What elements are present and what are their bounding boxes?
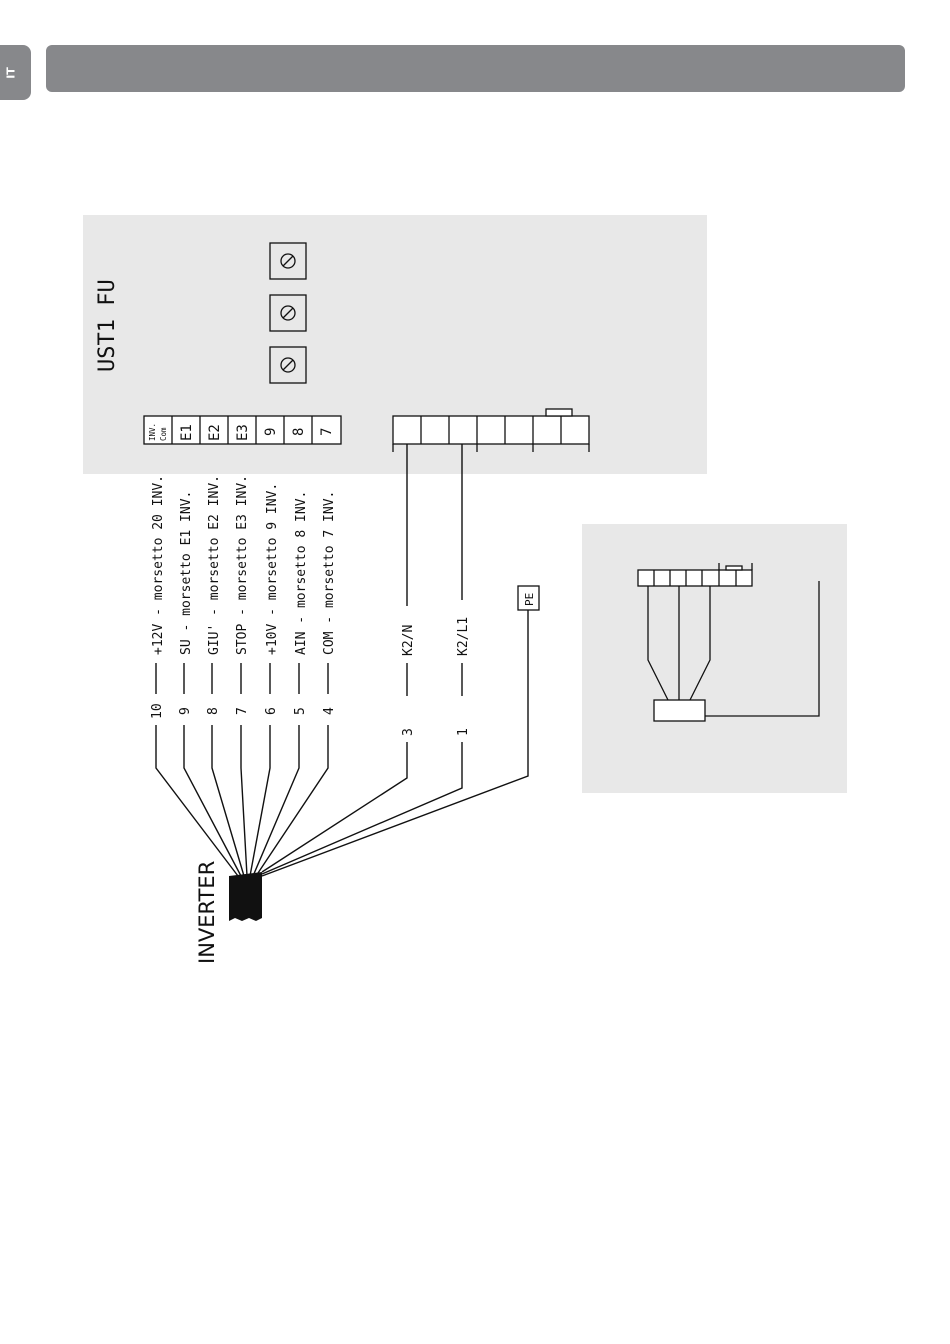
board-title: UST1 FU [95, 279, 120, 372]
terminal-label-e2: E2 [207, 424, 223, 441]
wire-label-8: GIU' - morsetto E2 INV. [207, 475, 222, 655]
wire-label-4: COM - morsetto 7 INV. [322, 491, 337, 655]
wire-label-k2n: K2/N [401, 625, 416, 656]
terminal-label-com: Com [159, 427, 168, 441]
wire-num-6: 6 [264, 707, 279, 715]
wire-num-1: 1 [456, 728, 471, 736]
wire-label-7: STOP - morsetto E3 INV. [235, 475, 250, 655]
wire-num-8: 8 [206, 707, 221, 715]
terminal-label-e3: E3 [235, 424, 251, 441]
wire-label-5: AIN - morsetto 8 INV. [294, 491, 309, 655]
inverter-label: INVERTER [195, 861, 219, 964]
signal-terminal-block: INV. Com E1 E2 E3 9 8 7 [144, 416, 341, 444]
terminal-label-7: 7 [319, 428, 335, 436]
wire-label-9: SU - morsetto E1 INV. [179, 491, 194, 655]
wire-num-7: 7 [235, 707, 250, 715]
terminal-label-8: 8 [291, 428, 307, 436]
terminal-label-e1: E1 [179, 424, 195, 441]
wire-label-10: +12V - morsetto 20 INV. [151, 475, 166, 655]
wire-num-4: 4 [322, 707, 337, 715]
terminal-label-inv: INV. [148, 423, 157, 441]
terminal-label-9: 9 [263, 428, 279, 436]
wire-label-6: +10V - morsetto 9 INV. [265, 483, 280, 655]
signal-wire-numbers: 10 9 8 7 6 5 4 [150, 703, 337, 719]
wire-label-k2l1: K2/L1 [456, 617, 471, 656]
wire-num-5: 5 [293, 707, 308, 715]
signal-wires [156, 663, 328, 876]
wire-num-3: 3 [401, 728, 416, 736]
inverter-cable [229, 872, 262, 921]
wire-num-10: 10 [150, 703, 165, 719]
signal-wire-labels: +12V - morsetto 20 INV. SU - morsetto E1… [151, 475, 337, 655]
detail-panel [582, 524, 847, 793]
wire-num-9: 9 [178, 707, 193, 715]
pe-label: PE [523, 593, 536, 606]
pe-terminal: PE [518, 586, 539, 610]
